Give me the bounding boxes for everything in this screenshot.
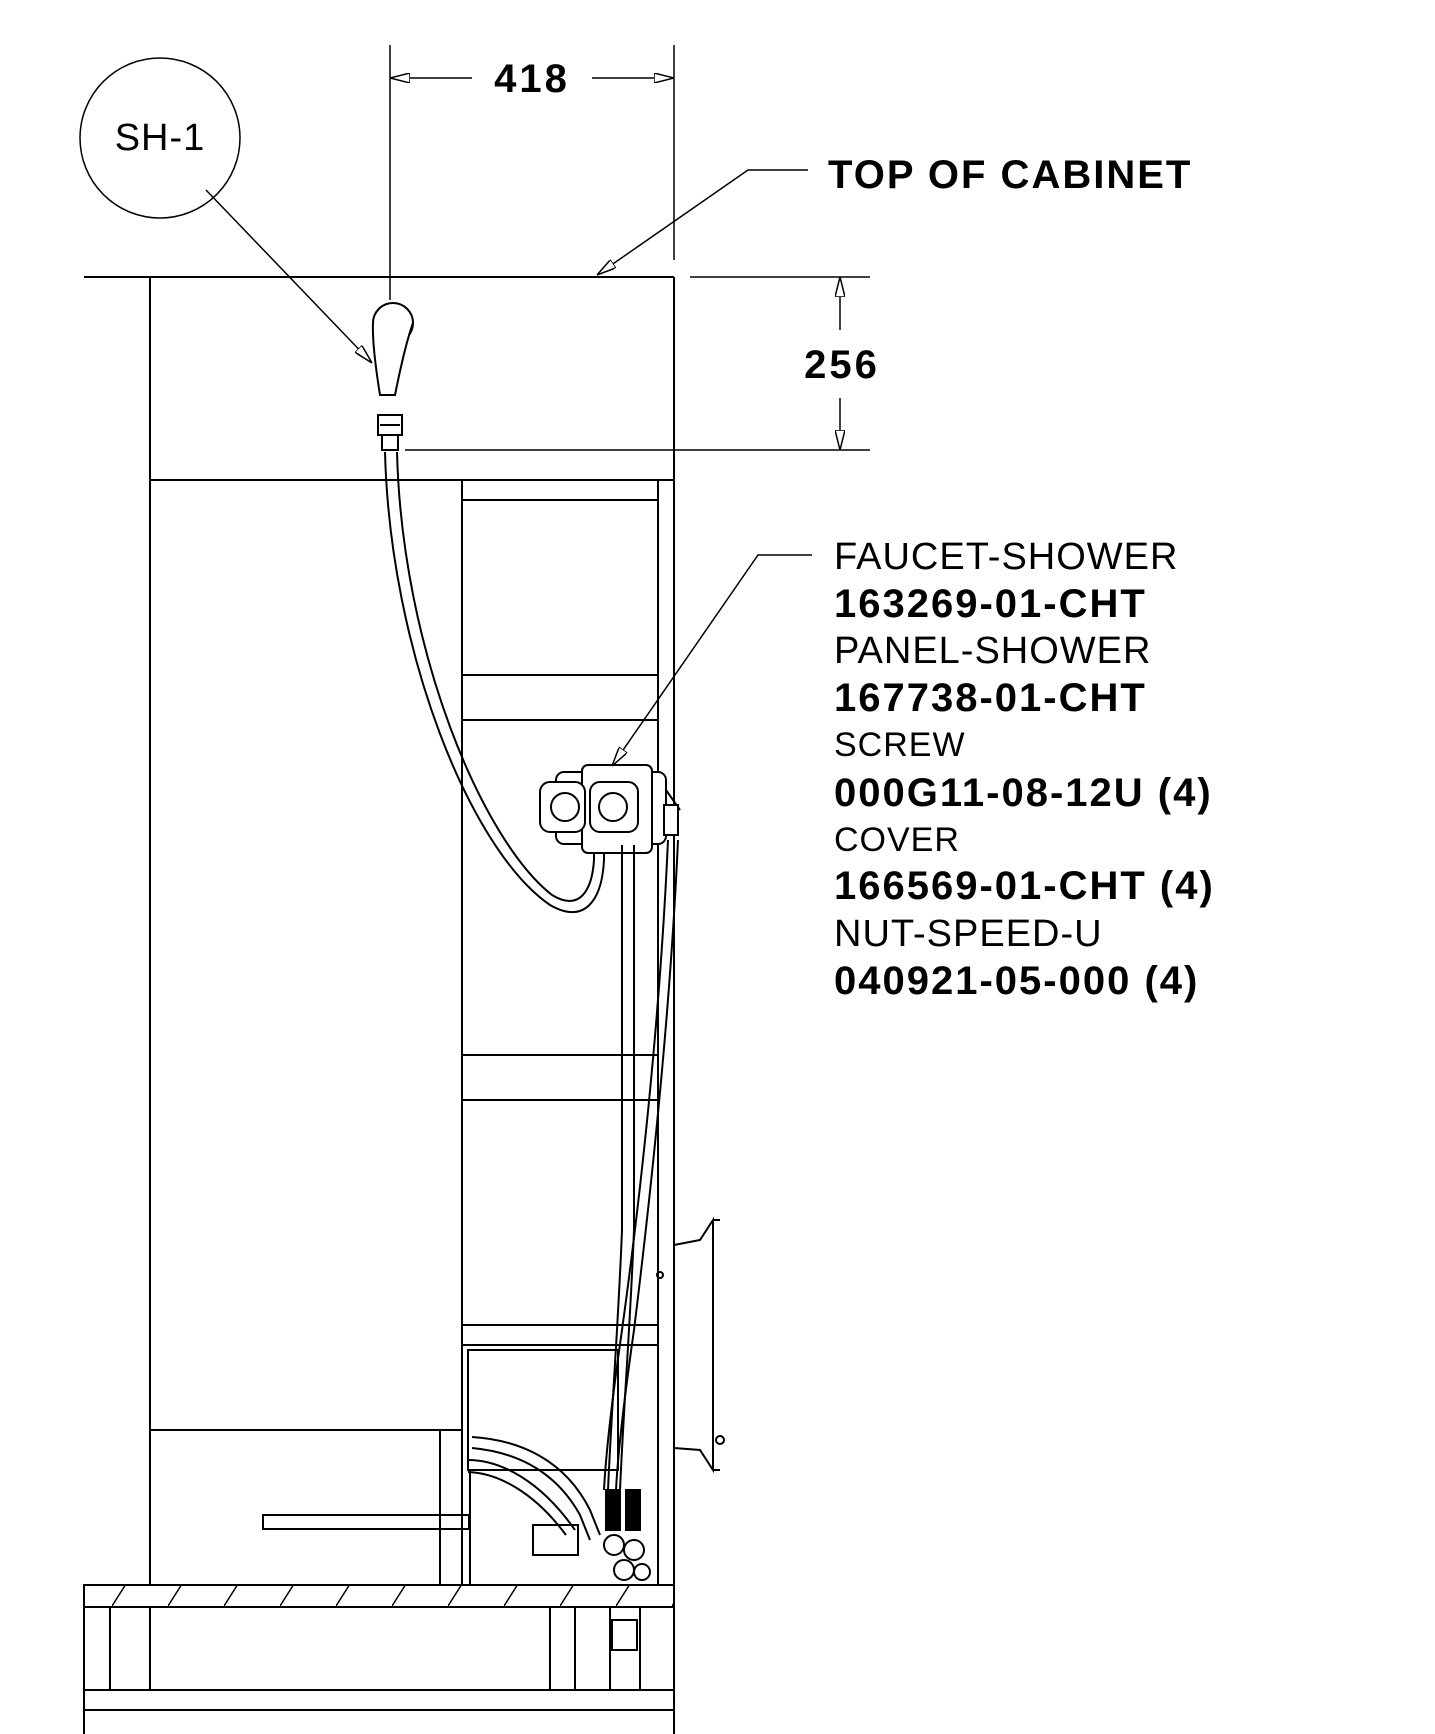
hose-fittings — [603, 1489, 651, 1581]
dimension-horizontal-value: 418 — [494, 57, 570, 101]
part-name-panel-shower: PANEL-SHOWER — [834, 630, 1151, 672]
part-number-faucet-shower: 163269-01-CHT — [834, 582, 1147, 626]
shower-hose — [384, 451, 605, 913]
cabinet — [83, 276, 725, 1734]
part-number-cover: 166569-01-CHT (4) — [834, 864, 1215, 908]
part-number-screw: 000G11-08-12U (4) — [834, 771, 1213, 815]
shower-head — [371, 302, 414, 451]
label-top-of-cabinet: TOP OF CABINET — [828, 153, 1192, 197]
leader-top-of-cabinet — [597, 169, 808, 275]
supply-lines — [467, 839, 679, 1541]
leader-faucet — [612, 554, 812, 766]
balloon-sh-1 — [79, 57, 372, 363]
dimension-horizontal — [389, 45, 675, 300]
parts-list: FAUCET-SHOWER 163269-01-CHT PANEL-SHOWER… — [834, 536, 1215, 1003]
dimension-vertical-value: 256 — [804, 343, 880, 387]
part-number-panel-shower: 167738-01-CHT — [834, 676, 1147, 720]
part-name-cover: COVER — [834, 821, 960, 859]
part-name-faucet-shower: FAUCET-SHOWER — [834, 536, 1178, 578]
faucet-valve — [539, 764, 681, 854]
dimension-vertical — [405, 276, 870, 451]
part-name-screw: SCREW — [834, 726, 966, 764]
balloon-label: SH-1 — [115, 117, 206, 159]
part-name-nut-speed-u: NUT-SPEED-U — [834, 913, 1103, 955]
part-number-nut-speed-u: 040921-05-000 (4) — [834, 959, 1199, 1003]
